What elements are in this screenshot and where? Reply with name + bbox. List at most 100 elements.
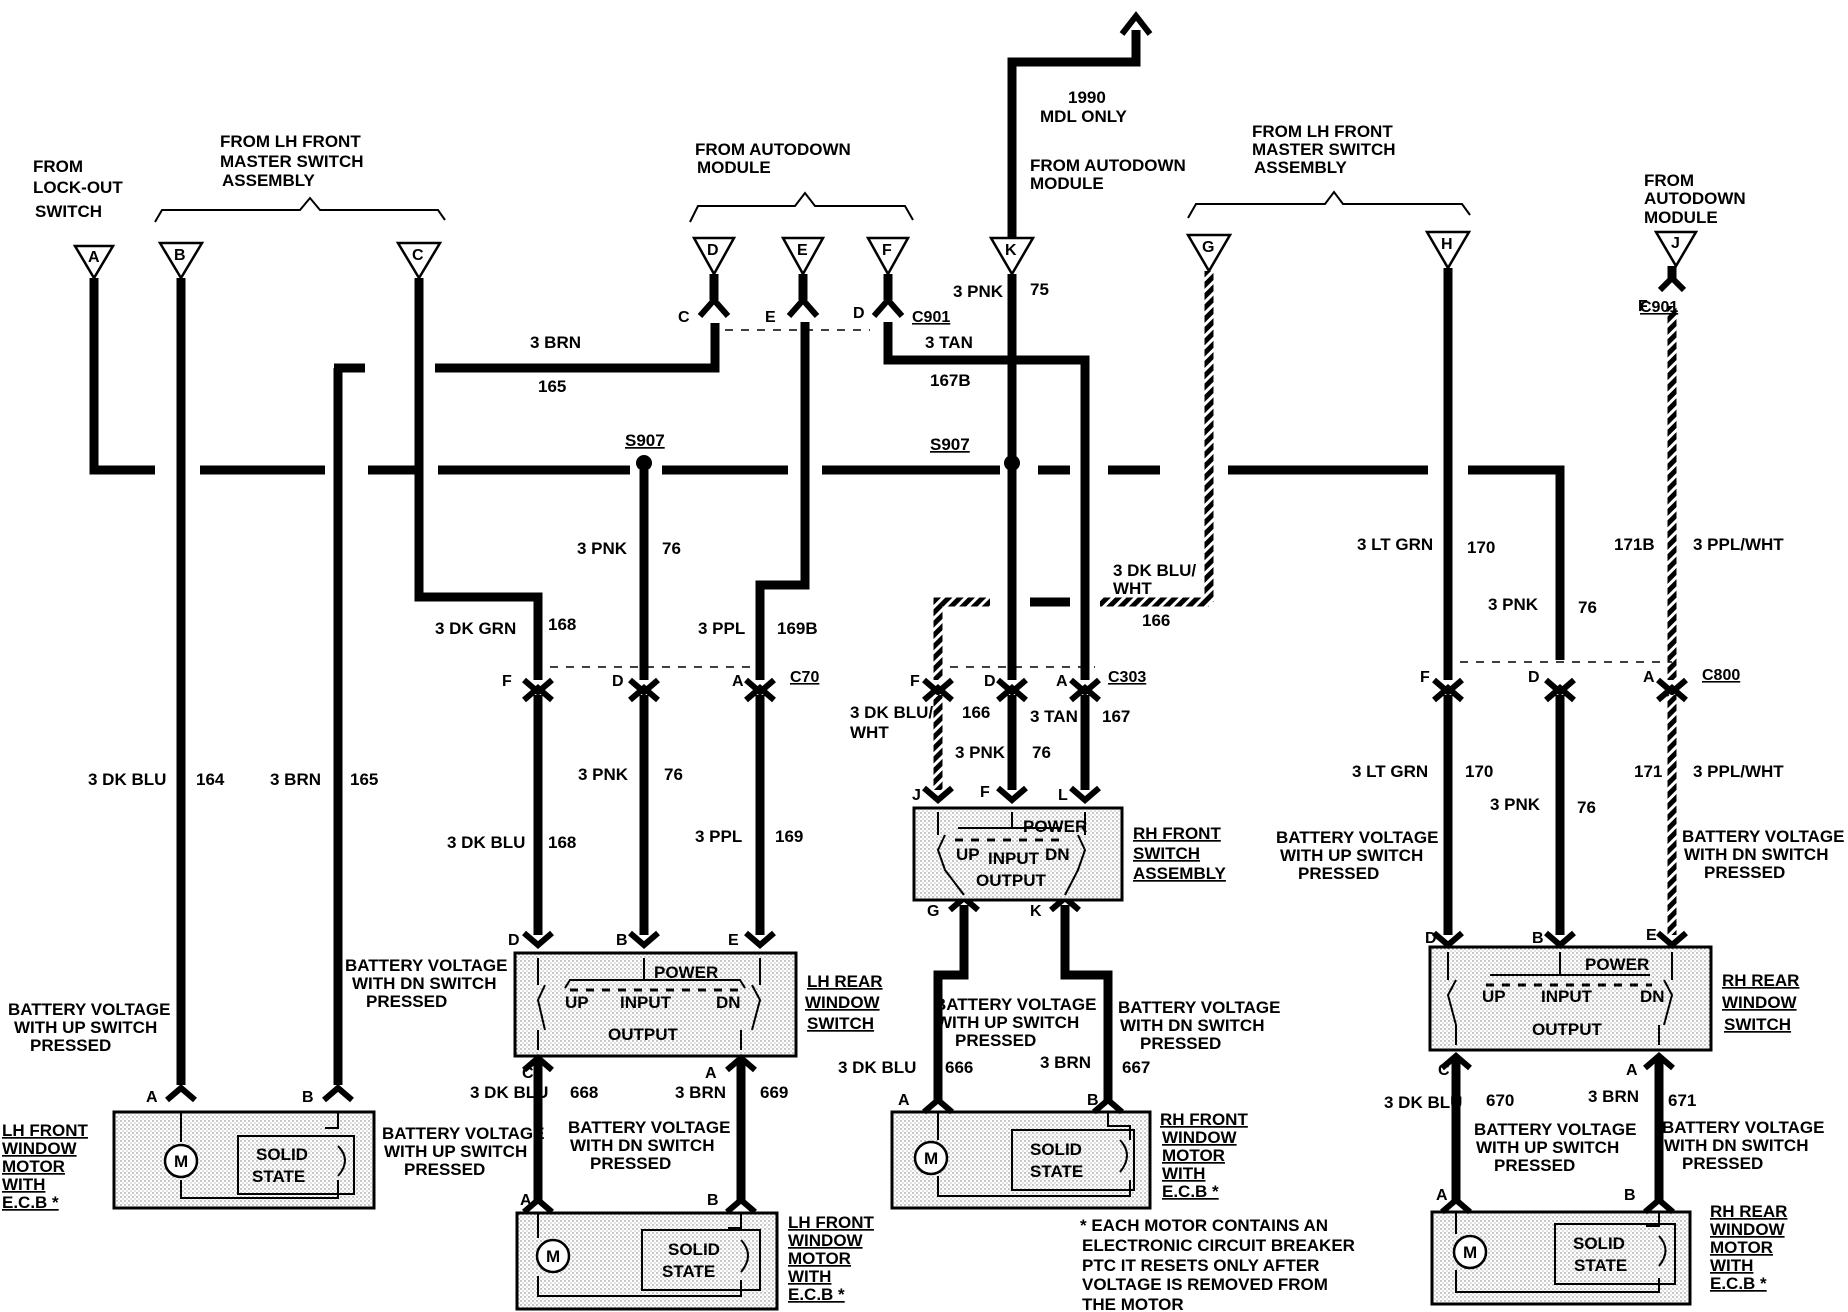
- svg-text:POWER: POWER: [1585, 955, 1649, 974]
- svg-text:WITH UP SWITCH: WITH UP SWITCH: [1476, 1138, 1619, 1157]
- svg-text:STATE: STATE: [1574, 1256, 1627, 1275]
- svg-text:BATTERY VOLTAGE: BATTERY VOLTAGE: [8, 1000, 170, 1019]
- svg-text:3 LT GRN: 3 LT GRN: [1352, 762, 1428, 781]
- header-autodown-left: FROM AUTODOWN MODULE: [689, 140, 914, 223]
- svg-text:STATE: STATE: [662, 1262, 715, 1281]
- svg-text:3 BRN: 3 BRN: [530, 333, 581, 352]
- svg-text:WITH DN SWITCH: WITH DN SWITCH: [1684, 845, 1828, 864]
- svg-text:POWER: POWER: [1023, 817, 1087, 836]
- svg-text:F: F: [1420, 669, 1430, 686]
- svg-text:3 PPL: 3 PPL: [695, 827, 742, 846]
- svg-text:3 BRN: 3 BRN: [1588, 1087, 1639, 1106]
- svg-text:B: B: [1532, 930, 1544, 947]
- svg-text:RH FRONT: RH FRONT: [1160, 1110, 1248, 1129]
- svg-text:671: 671: [1668, 1091, 1696, 1110]
- svg-text:A: A: [1643, 669, 1655, 686]
- svg-text:A: A: [1626, 1062, 1638, 1079]
- svg-text:E: E: [797, 242, 808, 259]
- svg-text:F: F: [882, 242, 892, 259]
- svg-text:167: 167: [1102, 707, 1130, 726]
- svg-text:168: 168: [548, 615, 576, 634]
- svg-text:WITH: WITH: [788, 1267, 831, 1286]
- svg-text:WINDOW: WINDOW: [1710, 1220, 1786, 1239]
- note-rh-front-up: BATTERY VOLTAGE WITH UP SWITCH PRESSED: [934, 995, 1096, 1050]
- svg-text:WITH DN SWITCH: WITH DN SWITCH: [570, 1136, 714, 1155]
- svg-text:3 PPL: 3 PPL: [698, 619, 745, 638]
- svg-text:E.C.B *: E.C.B *: [1162, 1182, 1219, 1201]
- svg-text:MOTOR: MOTOR: [1710, 1238, 1773, 1257]
- svg-text:FROM LH FRONT: FROM LH FRONT: [220, 132, 361, 151]
- svg-text:D: D: [508, 932, 520, 949]
- svg-text:PRESSED: PRESSED: [1298, 864, 1379, 883]
- svg-text:FROM: FROM: [33, 157, 83, 176]
- svg-text:3 BRN: 3 BRN: [675, 1083, 726, 1102]
- svg-text:FROM AUTODOWN: FROM AUTODOWN: [695, 140, 851, 159]
- svg-text:C800: C800: [1702, 667, 1740, 684]
- svg-text:76: 76: [664, 765, 683, 784]
- svg-text:D: D: [612, 673, 624, 690]
- svg-text:INPUT: INPUT: [620, 993, 672, 1012]
- svg-text:171B: 171B: [1614, 535, 1655, 554]
- svg-text:A: A: [88, 249, 100, 266]
- svg-text:D: D: [984, 673, 996, 690]
- svg-text:A: A: [520, 1192, 532, 1209]
- header-lh-master-left: FROM LH FRONT MASTER SWITCH ASSEMBLY: [154, 132, 446, 223]
- note-lh-rear-dn: BATTERY VOLTAGE WITH DN SWITCH PRESSED: [568, 1118, 730, 1173]
- svg-text:3 PNK: 3 PNK: [955, 743, 1006, 762]
- svg-text:C: C: [678, 309, 690, 326]
- svg-text:B: B: [616, 932, 628, 949]
- svg-text:A: A: [732, 673, 744, 690]
- svg-text:ELECTRONIC CIRCUIT BREAKER: ELECTRONIC CIRCUIT BREAKER: [1082, 1236, 1355, 1255]
- svg-text:WITH: WITH: [2, 1175, 45, 1194]
- svg-text:M: M: [174, 1152, 188, 1171]
- svg-text:B: B: [1624, 1187, 1636, 1204]
- svg-text:PRESSED: PRESSED: [30, 1036, 111, 1055]
- svg-text:PRESSED: PRESSED: [1704, 863, 1785, 882]
- svg-text:BATTERY VOLTAGE: BATTERY VOLTAGE: [1276, 828, 1438, 847]
- svg-text:3 PNK: 3 PNK: [1490, 795, 1541, 814]
- svg-text:C901: C901: [912, 309, 950, 326]
- svg-text:WINDOW: WINDOW: [1162, 1128, 1238, 1147]
- svg-text:3 DK BLU: 3 DK BLU: [88, 770, 166, 789]
- svg-text:B: B: [174, 247, 186, 264]
- svg-text:H: H: [1441, 236, 1453, 253]
- svg-text:POWER: POWER: [654, 963, 718, 982]
- svg-text:B: B: [1087, 1092, 1099, 1109]
- svg-text:169B: 169B: [777, 619, 818, 638]
- svg-text:C901: C901: [1640, 299, 1678, 316]
- svg-text:3 DK BLU: 3 DK BLU: [447, 833, 525, 852]
- svg-text:168: 168: [548, 833, 576, 852]
- svg-text:76: 76: [662, 539, 681, 558]
- svg-text:76: 76: [1578, 598, 1597, 617]
- svg-text:LH FRONT: LH FRONT: [788, 1213, 875, 1232]
- svg-text:RH REAR: RH REAR: [1710, 1202, 1787, 1221]
- svg-text:167B: 167B: [930, 371, 971, 390]
- header-autodown-right: FROM AUTODOWN MODULE: [1644, 171, 1746, 227]
- svg-text:WITH UP SWITCH: WITH UP SWITCH: [14, 1018, 157, 1037]
- terminal-d: D: [691, 236, 737, 277]
- svg-text:PRESSED: PRESSED: [955, 1031, 1036, 1050]
- svg-text:UP: UP: [565, 993, 589, 1012]
- svg-text:INPUT: INPUT: [988, 849, 1040, 868]
- svg-text:3 LT GRN: 3 LT GRN: [1357, 535, 1433, 554]
- svg-text:BATTERY VOLTAGE: BATTERY VOLTAGE: [1662, 1118, 1824, 1137]
- svg-text:WINDOW: WINDOW: [788, 1231, 864, 1250]
- svg-text:PRESSED: PRESSED: [1140, 1034, 1221, 1053]
- svg-text:UP: UP: [1482, 987, 1506, 1006]
- lh-rear-window-motor: A B M SOLID STATE LH FRONT WINDOW MOTOR …: [515, 1192, 875, 1311]
- svg-text:A: A: [898, 1092, 910, 1109]
- svg-text:C: C: [412, 247, 424, 264]
- svg-text:MODULE: MODULE: [697, 158, 771, 177]
- svg-text:D: D: [1425, 930, 1437, 947]
- svg-text:C70: C70: [790, 669, 819, 686]
- note-lh-front-dn: BATTERY VOLTAGE WITH DN SWITCH PRESSED: [345, 956, 507, 1011]
- svg-text:3 PPL/WHT: 3 PPL/WHT: [1693, 762, 1784, 781]
- rh-front-window-motor: A B M SOLID STATE RH FRONT WINDOW MOTOR …: [890, 1092, 1248, 1210]
- svg-text:ASSEMBLY: ASSEMBLY: [222, 171, 316, 190]
- svg-text:3 PNK: 3 PNK: [953, 282, 1004, 301]
- svg-text:3 DK GRN: 3 DK GRN: [435, 619, 516, 638]
- svg-text:E.C.B *: E.C.B *: [1710, 1274, 1767, 1293]
- svg-text:B: B: [707, 1192, 719, 1209]
- svg-text:L: L: [1058, 787, 1068, 804]
- svg-text:MOTOR: MOTOR: [2, 1157, 65, 1176]
